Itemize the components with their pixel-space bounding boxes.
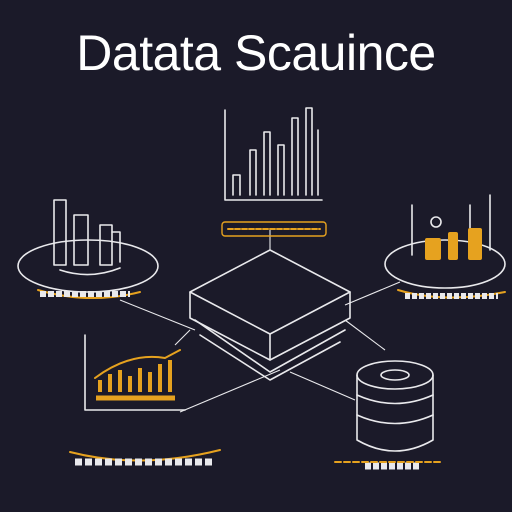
label-database [334,461,441,470]
diagram-title: Datata Scauince [76,25,436,81]
connector-right [344,281,401,306]
lab-flask-icon [384,194,506,289]
label-left-chart [37,289,141,300]
bar-chart-icon [17,199,159,293]
connector-lines [119,230,401,413]
label-right-lab [397,289,506,299]
trend-chart-icon [84,334,186,411]
connector-database [289,371,356,401]
label-trend-chart [69,449,221,466]
connector-lower-right [344,319,386,351]
connector-lower-left [179,369,281,413]
connector-left [119,299,196,331]
bar-chart-icon [224,107,323,201]
label-top-chart [221,221,327,237]
database-icon [356,360,434,452]
connector-trend [174,329,191,346]
stacked-box-icon [189,249,351,381]
